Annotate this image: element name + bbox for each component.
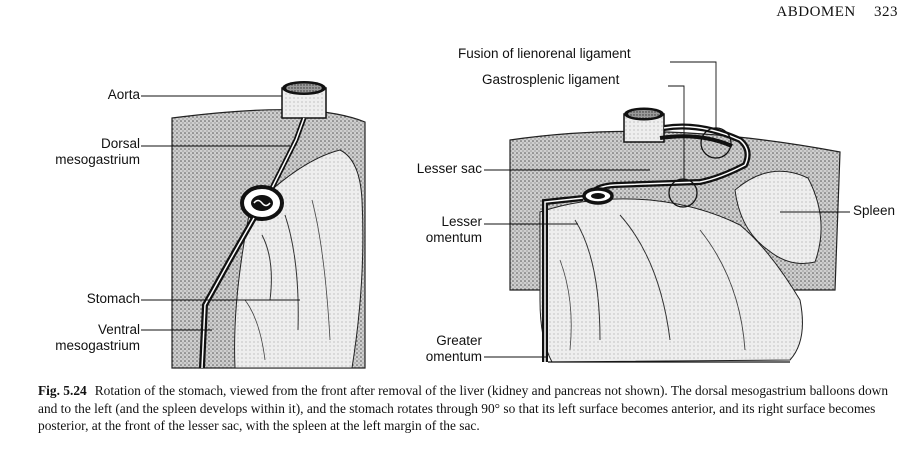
label-stomach: Stomach (30, 291, 140, 307)
label-ventral-mesogastrium: Ventral mesogastrium (10, 322, 140, 354)
caption-text: Rotation of the stomach, viewed from the… (38, 383, 888, 433)
label-gastrosplenic: Gastrosplenic ligament (482, 72, 619, 88)
label-fusion-lienorenal: Fusion of lienorenal ligament (458, 46, 631, 62)
label-lesser-sac: Lesser sac (380, 161, 482, 177)
left-diagram (141, 81, 365, 368)
label-lesser-omentum: Lesser omentum (380, 214, 482, 246)
right-diagram (484, 62, 850, 362)
figure-number: Fig. 5.24 (38, 383, 87, 398)
label-greater-omentum: Greater omentum (380, 333, 482, 365)
aorta-left (282, 81, 326, 118)
label-dorsal-mesogastrium: Dorsal mesogastrium (10, 136, 140, 168)
label-aorta: Aorta (60, 87, 140, 103)
figure-caption: Fig. 5.24Rotation of the stomach, viewed… (38, 382, 890, 435)
label-spleen: Spleen (853, 203, 895, 219)
aorta-right (624, 108, 664, 143)
